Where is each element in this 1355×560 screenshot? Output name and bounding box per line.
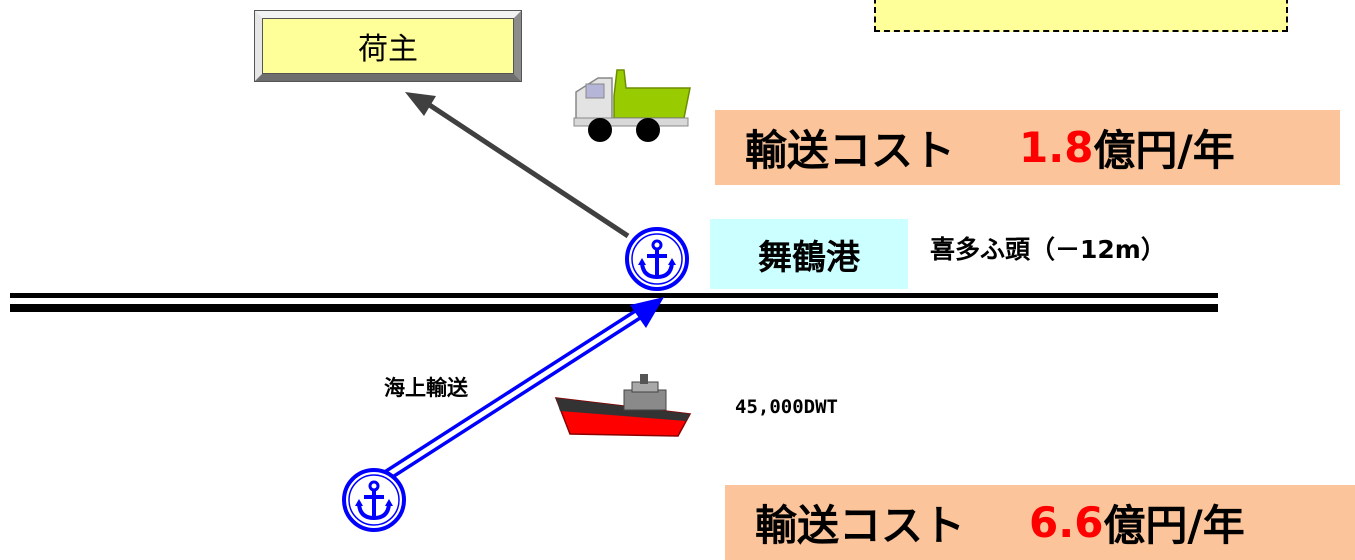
ship-icon xyxy=(554,374,692,437)
cost-value: 1.8 xyxy=(1019,123,1094,172)
sea-transport-arrow xyxy=(376,297,664,486)
cost-label: 輸送コスト xyxy=(745,126,956,175)
anchor-icon xyxy=(342,468,406,532)
shipper-label: 荷主 xyxy=(262,18,514,74)
anchor-icon xyxy=(625,227,689,291)
cost-label: 輸送コスト xyxy=(755,501,966,550)
berth-label: 喜多ふ頭（－12m） xyxy=(930,235,1166,264)
truck-icon xyxy=(573,69,691,142)
cost-unit: 億円/年 xyxy=(1093,126,1235,175)
cost-value: 6.6 xyxy=(1029,498,1104,547)
land-transport-arrow xyxy=(405,92,630,239)
shoreline xyxy=(10,293,1218,312)
port-name: 舞鶴港 xyxy=(710,219,908,289)
cost-unit: 億円/年 xyxy=(1103,501,1245,550)
note-box xyxy=(874,0,1288,32)
vessel-size-label: 45,000DWT xyxy=(735,396,838,418)
transport-cost-lower: 輸送コスト 6.6 億円/年 xyxy=(725,485,1355,560)
sea-transport-label: 海上輸送 xyxy=(384,376,468,400)
transport-cost-upper: 輸送コスト 1.8 億円/年 xyxy=(715,110,1340,185)
